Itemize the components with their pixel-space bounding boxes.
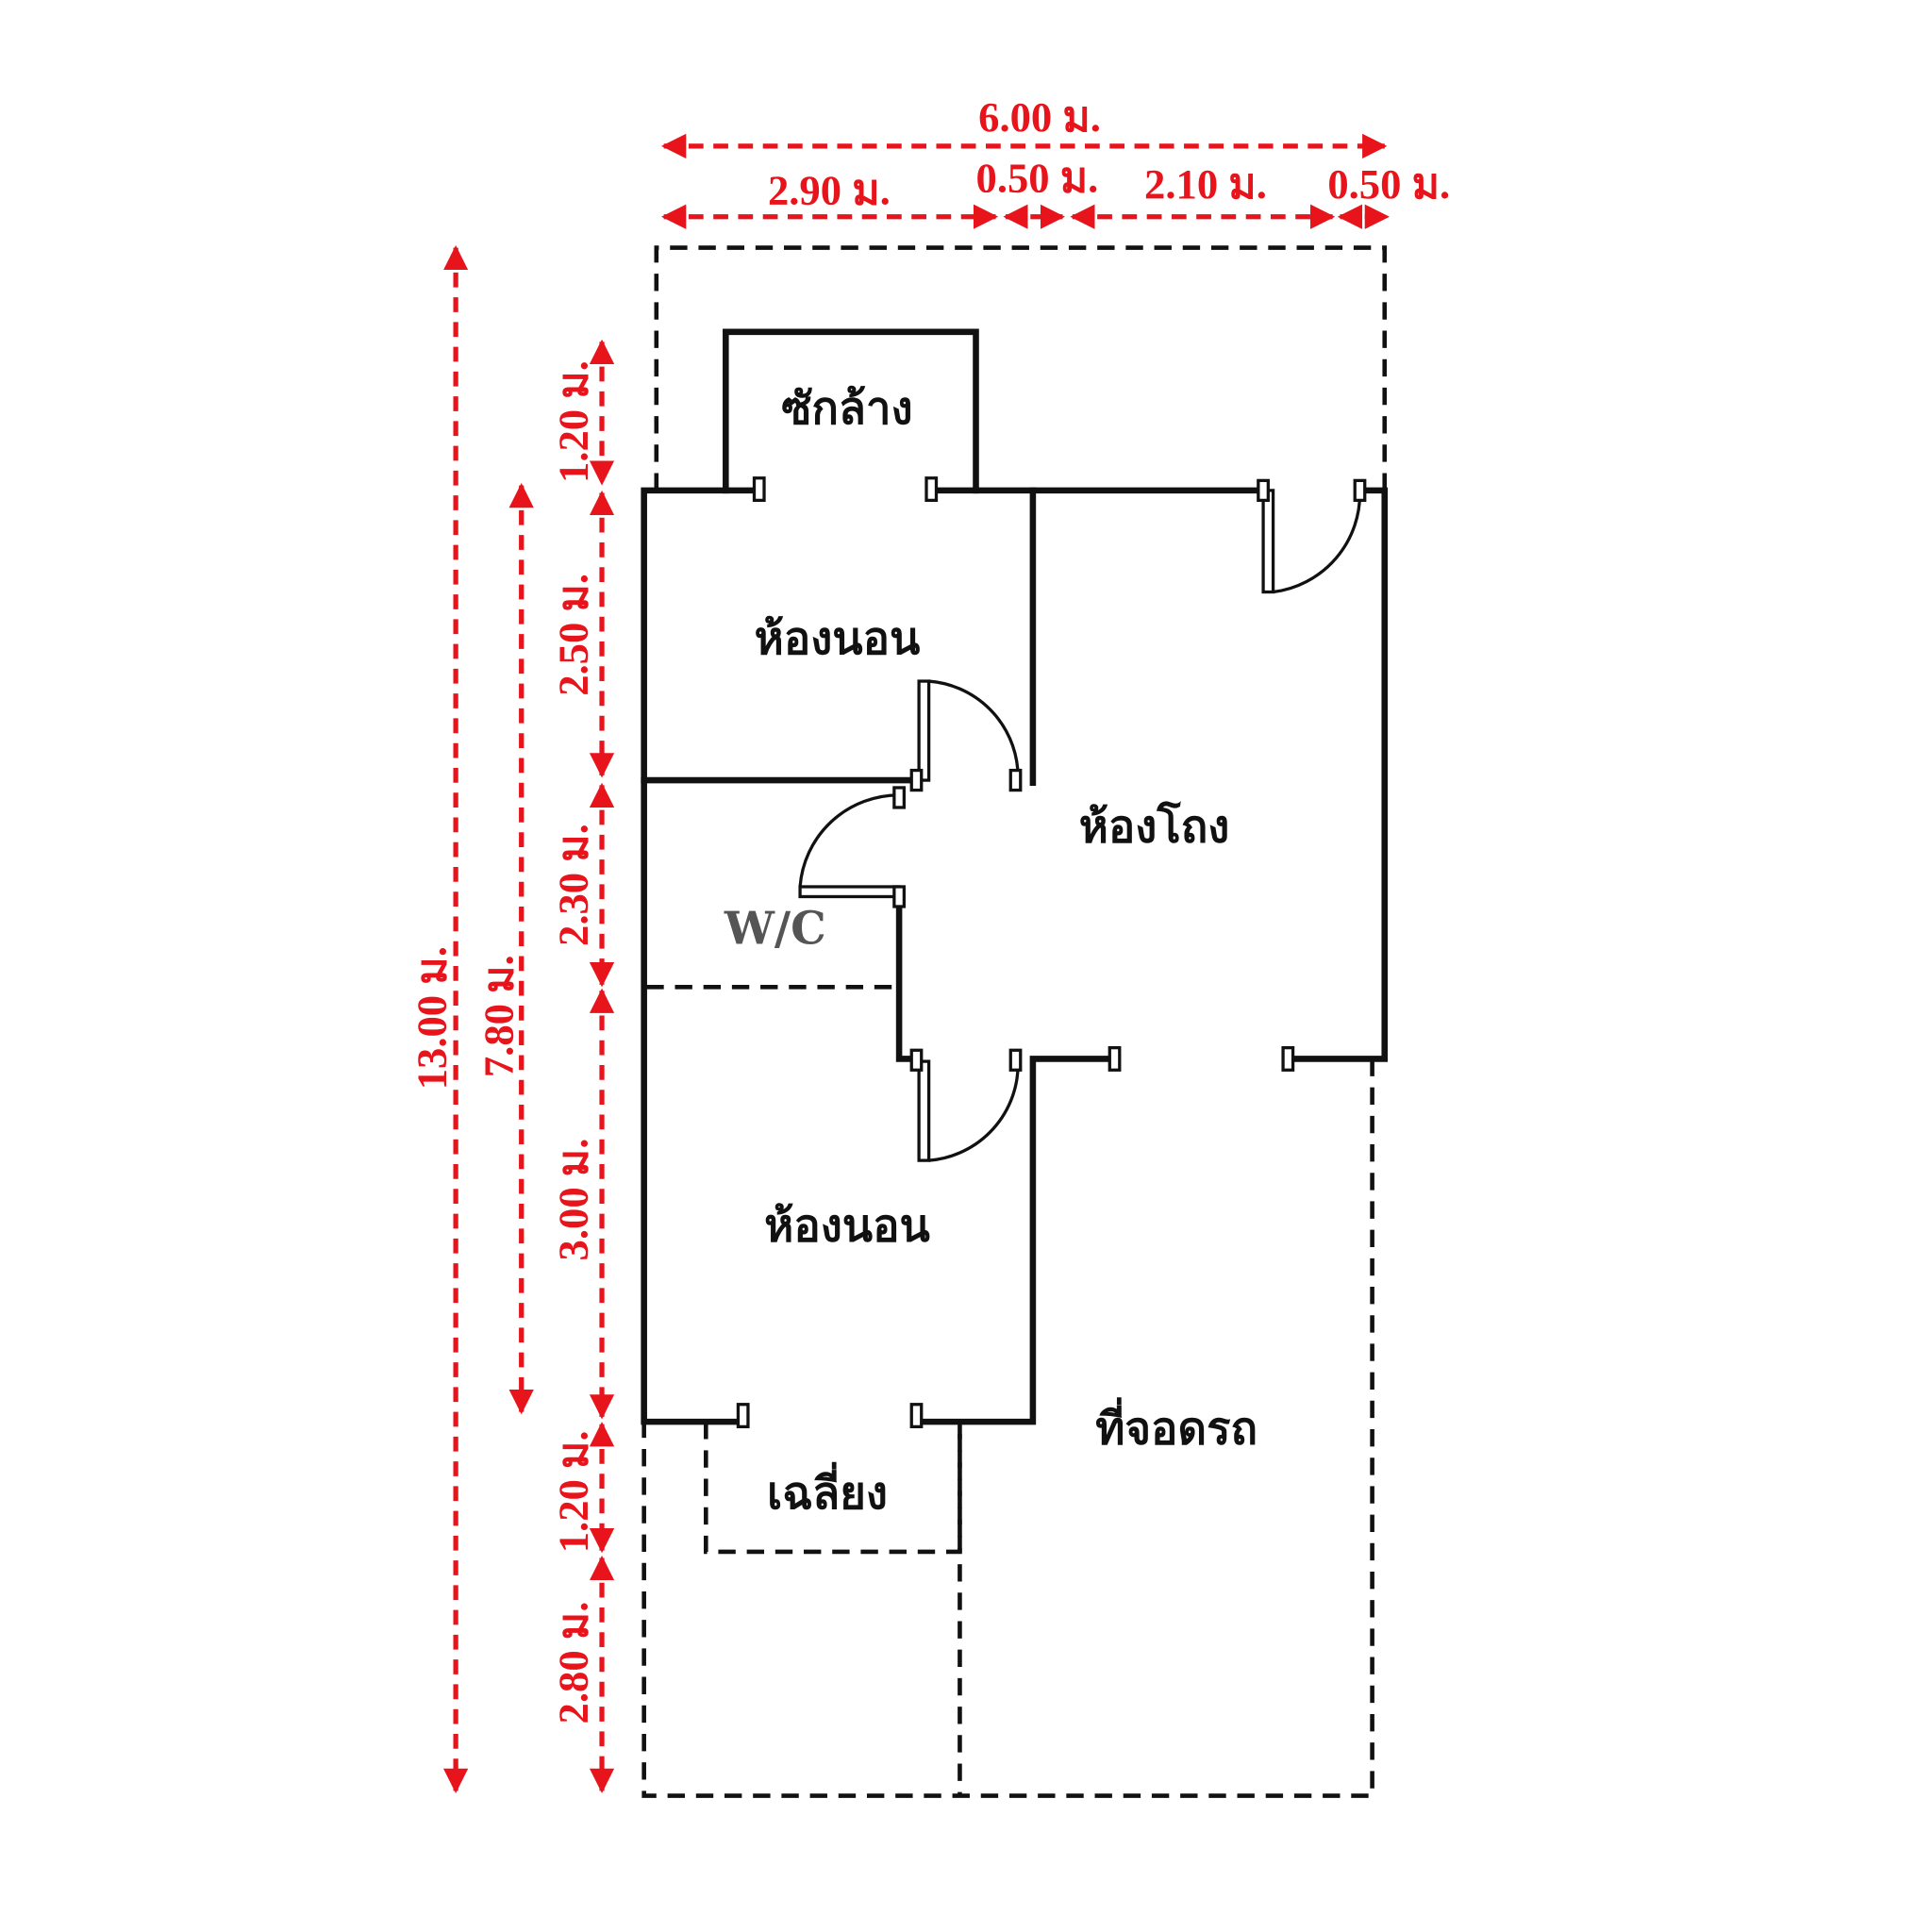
front-door xyxy=(1261,489,1362,594)
dim-h4: 3.00 ม. xyxy=(549,1139,596,1261)
room-bedroom-2: ห้องนอน xyxy=(764,1200,930,1252)
room-parking: ที่จอดรถ xyxy=(1095,1397,1257,1456)
room-porch: เฉลี่ยง xyxy=(767,1461,888,1520)
dim-w3: 2.10 ม. xyxy=(1144,160,1267,208)
dim-h1: 1.20 ม. xyxy=(549,360,596,483)
walls xyxy=(641,328,1389,1425)
room-laundry: ซักล้าง xyxy=(781,383,912,435)
dim-house-length: 7.80 ม. xyxy=(475,955,523,1077)
dim-h5: 1.20 ม. xyxy=(549,1430,596,1553)
dim-h2: 2.50 ม. xyxy=(549,574,596,696)
dimension-labels: 6.00 ม. 2.90 ม. 0.50 ม. 2.10 ม. 0.50 ม. … xyxy=(408,93,1451,1724)
room-hall: ห้องโถง xyxy=(1079,801,1230,854)
dim-w2: 0.50 ม. xyxy=(976,154,1099,201)
dim-h6: 2.80 ม. xyxy=(549,1602,596,1724)
dim-w1: 2.90 ม. xyxy=(768,167,891,214)
dim-w4: 0.50 ม. xyxy=(1327,160,1450,208)
room-wc: W/C xyxy=(724,903,826,955)
bedroom1-door xyxy=(917,679,1020,782)
dimension-lines xyxy=(442,133,1390,1793)
room-bedroom-1: ห้องนอน xyxy=(755,613,921,665)
wc-door xyxy=(798,793,901,899)
dim-h3: 2.30 ม. xyxy=(549,824,596,946)
bedroom2-door xyxy=(917,1059,1020,1162)
dim-total-width: 6.00 ม. xyxy=(978,93,1101,141)
lot-boundary xyxy=(641,245,1388,1798)
dim-total-length: 13.00 ม. xyxy=(408,946,456,1090)
doors xyxy=(736,476,1367,1429)
room-labels: ซักล้าง ห้องนอน ห้องโถง W/C ห้องนอน ที่จ… xyxy=(724,383,1257,1520)
